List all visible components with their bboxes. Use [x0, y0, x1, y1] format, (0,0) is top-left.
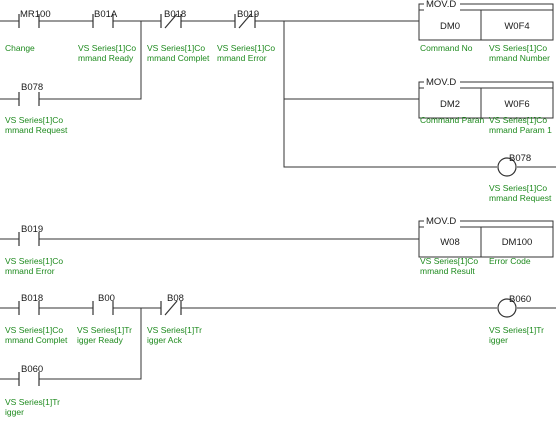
rung-1-branch-wire — [0, 21, 142, 100]
contact-device-label[interactable]: B078 — [21, 82, 44, 93]
mov-source-operand[interactable]: DM2 — [439, 99, 461, 110]
mov-opcode-label[interactable]: MOV.D — [426, 0, 457, 10]
operand-comment: VS Series[1]Co — [420, 256, 479, 266]
contact-comment: VS Series[1]Co — [217, 43, 276, 53]
contact-comment: VS Series[1]Co — [5, 115, 64, 125]
mov-dest-operand[interactable]: DM100 — [501, 237, 533, 248]
mov-opcode-label[interactable]: MOV.D — [426, 216, 457, 227]
operand-comment: mmand Number — [489, 53, 550, 63]
mov-source-operand[interactable]: DM0 — [439, 21, 461, 32]
contact-device-label[interactable]: B00 — [98, 293, 115, 304]
contact-device-label[interactable]: B08 — [167, 293, 184, 304]
coil-comment: VS Series[1]Co — [489, 183, 548, 193]
contact-comment: mmand Error — [5, 266, 55, 276]
contact-comment: mmand Complet — [5, 335, 68, 345]
mov-opcode-label[interactable]: MOV.D — [426, 77, 457, 88]
operand-comment: VS Series[1]Co — [489, 115, 548, 125]
coil-device-label[interactable]: B078 — [509, 153, 532, 164]
operand-comment: Error Code — [489, 256, 531, 266]
contact-b018-nc-icon — [160, 13, 182, 29]
coil-b060-icon — [497, 298, 517, 318]
contact-comment: VS Series[1]Co — [5, 325, 64, 335]
contact-comment: igger Ack — [147, 335, 182, 345]
contact-b019-rung2-icon — [18, 232, 40, 246]
coil-comment: igger — [489, 335, 508, 345]
contact-device-label[interactable]: B01A — [94, 9, 118, 20]
contact-device-label[interactable]: B018 — [164, 9, 187, 20]
contact-device-label[interactable]: B019 — [237, 9, 260, 20]
contact-device-label[interactable]: B018 — [21, 293, 44, 304]
contact-b060-icon — [18, 372, 40, 386]
operand-comment: VS Series[1]Co — [489, 43, 548, 53]
contact-comment: mmand Request — [5, 125, 68, 135]
contact-b019-nc-icon — [234, 13, 256, 29]
coil-device-label[interactable]: B060 — [509, 294, 532, 305]
contact-comment: VS Series[1]Tr — [5, 397, 60, 407]
operand-comment: mmand Result — [420, 266, 475, 276]
operand-comment: Command Paran — [420, 115, 485, 125]
mov-dest-operand[interactable]: W0F6 — [504, 99, 530, 110]
contact-mr100-icon — [18, 14, 40, 28]
mov-dest-operand[interactable]: W0F4 — [504, 21, 530, 32]
rung-1-parallel-wire — [283, 21, 556, 168]
mov-source-operand[interactable]: W08 — [440, 237, 460, 248]
contact-comment: VS Series[1]Co — [78, 43, 137, 53]
contact-b08-nc-icon — [160, 300, 182, 316]
coil-b078-icon — [497, 157, 517, 177]
contact-device-label[interactable]: MR100 — [20, 9, 51, 20]
contact-comment: VS Series[1]Co — [147, 43, 206, 53]
contact-comment: mmand Complet — [147, 53, 210, 63]
contact-b00-icon — [92, 301, 114, 315]
contact-b078-icon — [18, 92, 40, 106]
contact-comment: VS Series[1]Co — [5, 256, 64, 266]
operand-comment: Command No — [420, 43, 473, 53]
contact-comment: Change — [5, 43, 35, 53]
contact-b018-rung3-icon — [18, 301, 40, 315]
operand-comment: mmand Param 1 — [489, 125, 552, 135]
coil-comment: mmand Request — [489, 193, 552, 203]
rung-3-branch-wire — [0, 308, 142, 380]
contact-comment: VS Series[1]Tr — [147, 325, 202, 335]
contact-comment: igger — [5, 407, 24, 417]
contact-comment: mmand Ready — [78, 53, 134, 63]
contact-comment: mmand Error — [217, 53, 267, 63]
coil-comment: VS Series[1]Tr — [489, 325, 544, 335]
contact-device-label[interactable]: B060 — [21, 364, 44, 375]
contact-comment: VS Series[1]Tr — [77, 325, 132, 335]
contact-b01a-icon — [92, 14, 114, 28]
contact-device-label[interactable]: B019 — [21, 224, 44, 235]
contact-comment: igger Ready — [77, 335, 123, 345]
